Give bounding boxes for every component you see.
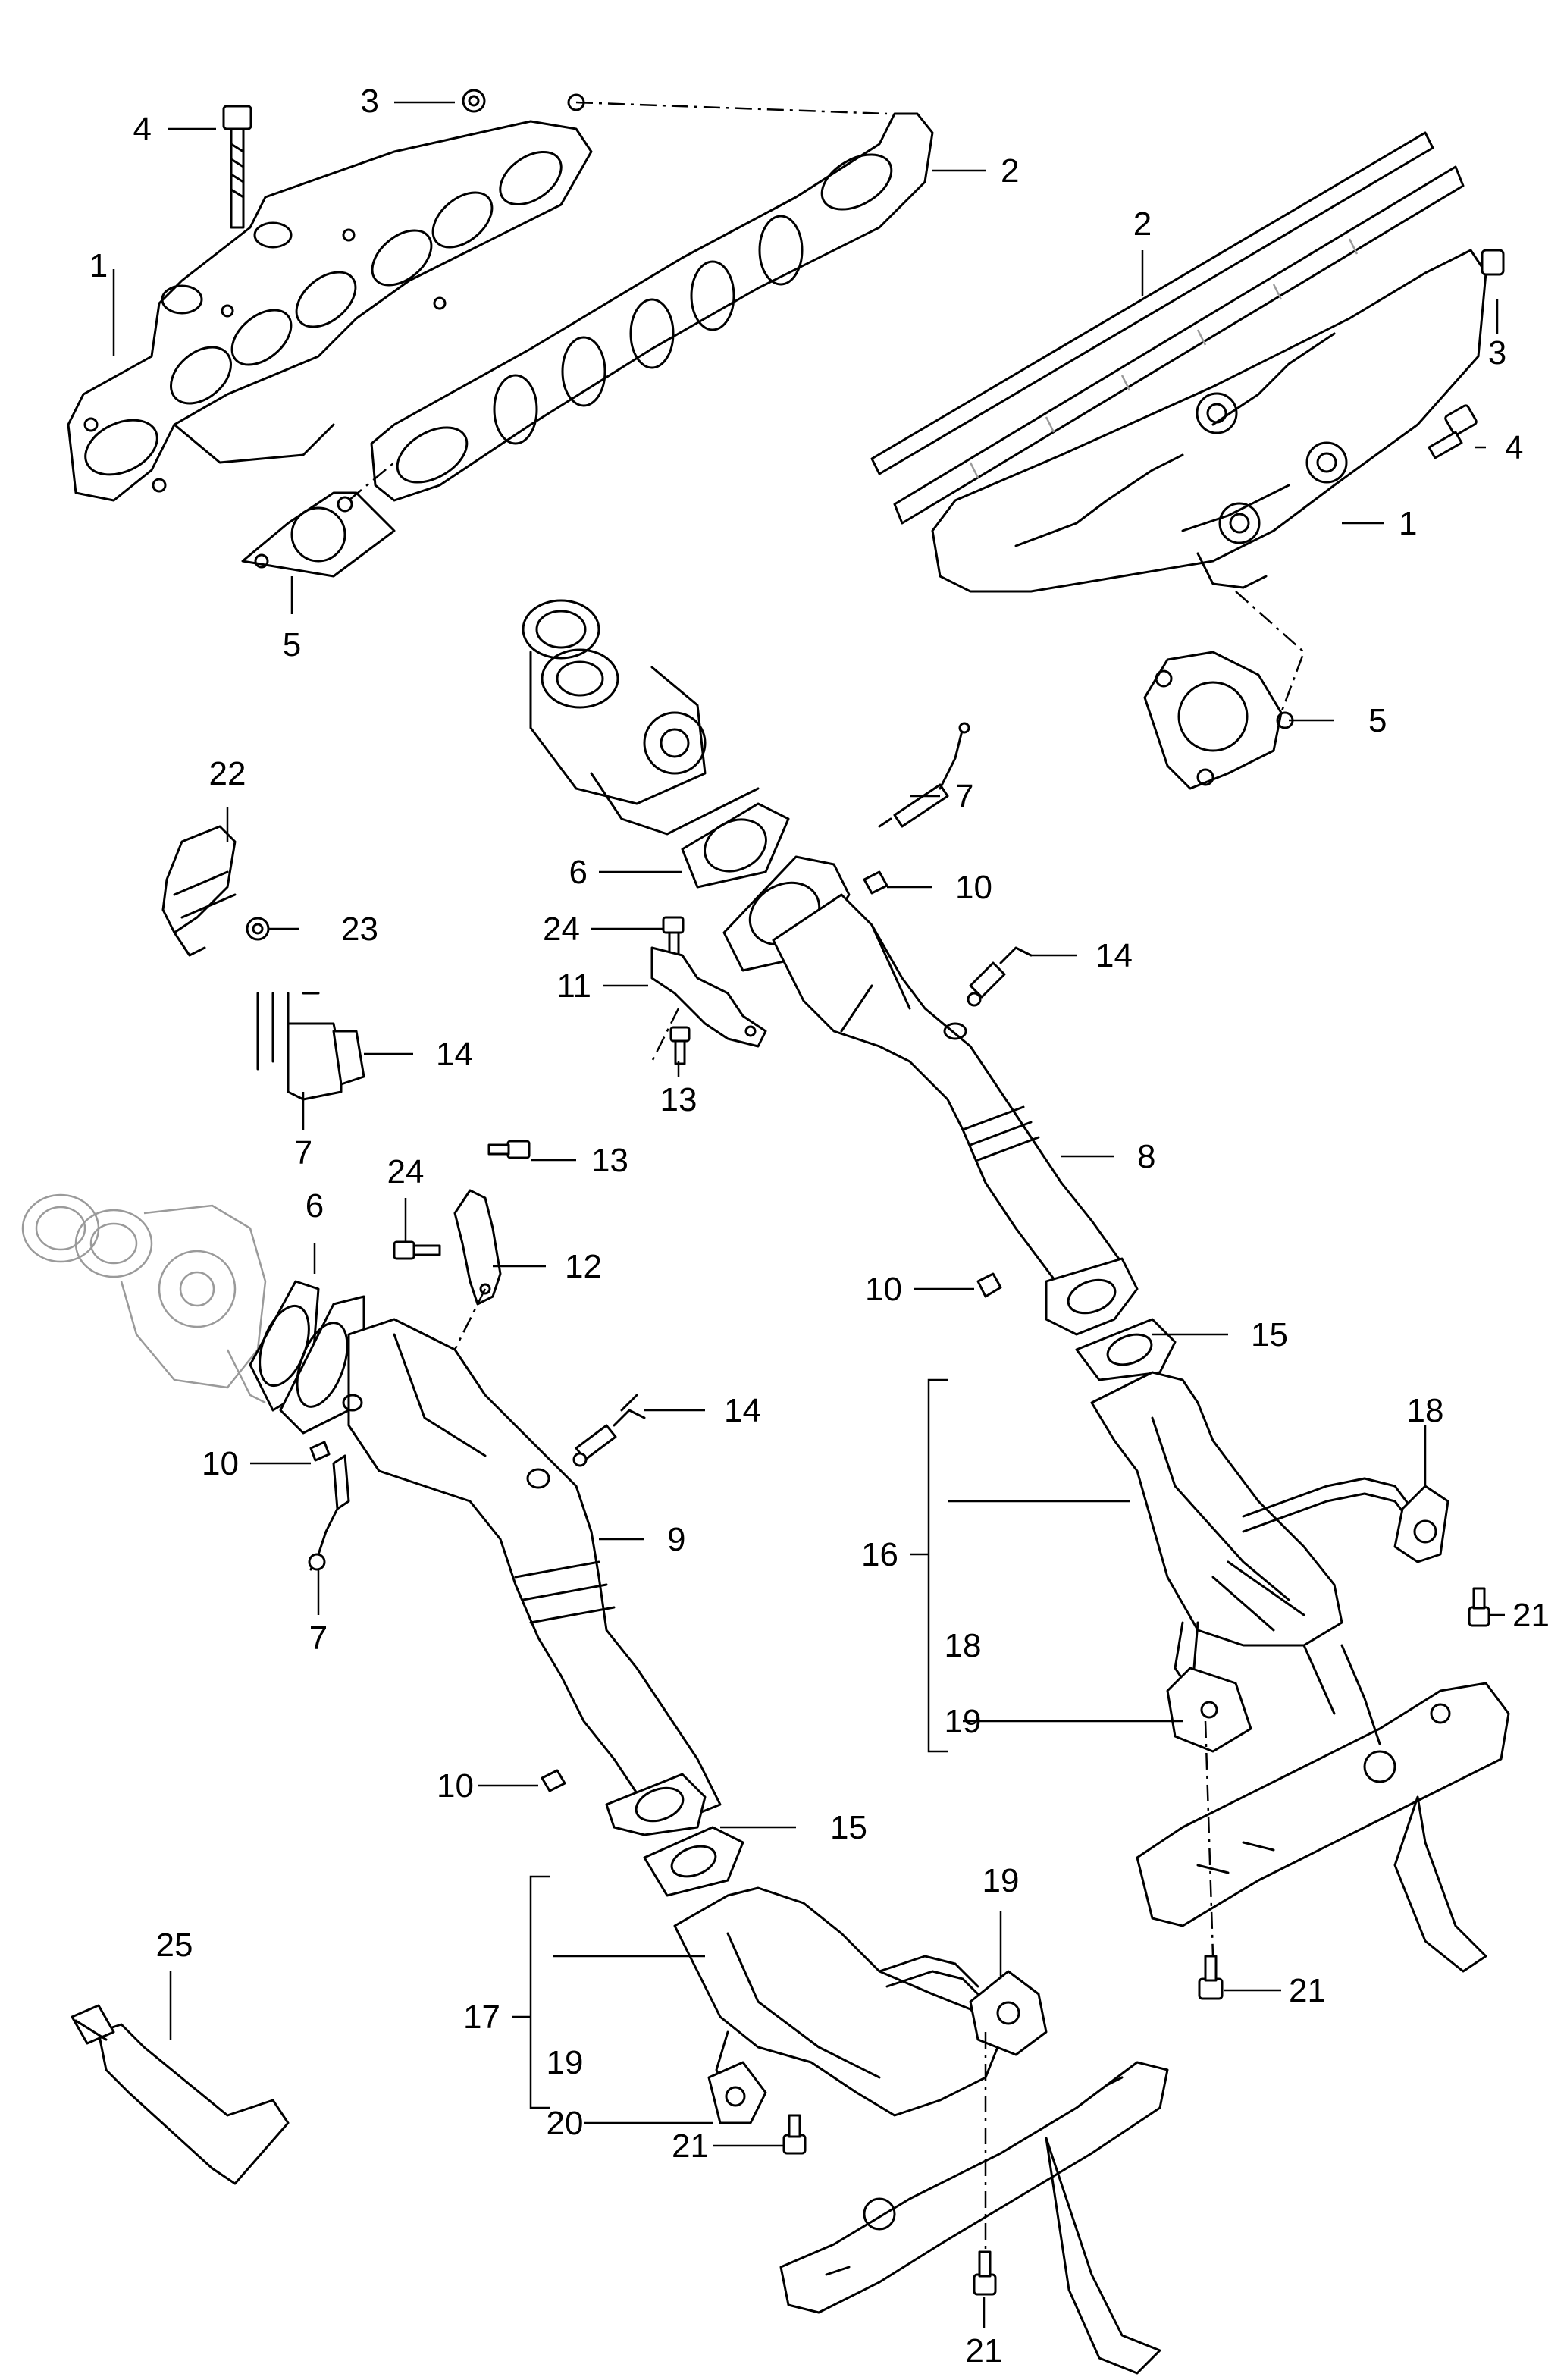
- sensor-14-lower: [572, 1394, 646, 1467]
- callout-22: 22: [209, 755, 246, 792]
- bolt-21-lower-left: [782, 2114, 807, 2155]
- bracket-20: [707, 2061, 767, 2124]
- oxygen-sensor-7-lower: [308, 1454, 350, 1571]
- callout-1: 1: [89, 247, 108, 284]
- callout-19: 19: [547, 2044, 584, 2081]
- crossmember-lower: [779, 2061, 1169, 2375]
- tailpipe-right: [1302, 1644, 1381, 1745]
- callout-18: 18: [1407, 1392, 1444, 1429]
- callout-8: 8: [1137, 1138, 1155, 1175]
- gasket-6-upper: [681, 802, 790, 889]
- nut-3-right: [1481, 249, 1505, 276]
- connector-14: [256, 992, 365, 1101]
- exhaust-manifold-left: [67, 93, 593, 502]
- callout-15: 15: [1251, 1316, 1288, 1353]
- callout-4: 4: [1505, 429, 1523, 466]
- callout-24: 24: [543, 911, 580, 948]
- nut-23: [246, 917, 270, 941]
- callout-23: 23: [341, 911, 378, 948]
- crossmember-right: [1136, 1682, 1510, 1973]
- callout-13: 13: [591, 1142, 628, 1179]
- callout-15: 15: [830, 1809, 867, 1846]
- callout-14: 14: [436, 1036, 473, 1073]
- bolt-24-lower: [393, 1240, 441, 1260]
- gasket-2-left: [370, 112, 934, 502]
- callout-3: 3: [1488, 334, 1506, 372]
- callout-20: 20: [547, 2105, 584, 2142]
- callout-7: 7: [309, 1620, 328, 1657]
- bolt-21-right-upper: [1468, 1587, 1490, 1627]
- callout-7: 7: [955, 778, 973, 815]
- gasket-15-upper: [1075, 1318, 1177, 1381]
- callout-11: 11: [556, 967, 591, 1005]
- turbocharger-lower: [21, 1193, 267, 1404]
- exhaust-manifold-right: [931, 249, 1487, 593]
- bolt-4-right: [1428, 404, 1478, 459]
- callout-10: 10: [202, 1445, 239, 1482]
- leader-lines: [112, 101, 1505, 2328]
- nut-10-mid: [976, 1272, 1002, 1298]
- callout-12: 12: [565, 1248, 602, 1285]
- gasket-15-lower: [643, 1826, 744, 1897]
- callout-labels: 1 2 3 4 5 2 3 4 1 5 22 23 14 7 6 7 10 24…: [89, 83, 1550, 2369]
- callout-2: 2: [1001, 152, 1019, 190]
- callout-1: 1: [1399, 505, 1417, 542]
- callout-18: 18: [945, 1627, 982, 1664]
- callout-21: 21: [966, 2332, 1003, 2369]
- callout-25: 25: [156, 1927, 193, 1964]
- bolt-4-left: [222, 105, 252, 229]
- front-pipe-9: [342, 1318, 722, 1836]
- clip-22: [161, 825, 237, 957]
- callout-9: 9: [667, 1521, 685, 1558]
- callout-2: 2: [1133, 205, 1152, 243]
- callout-10: 10: [437, 1767, 474, 1805]
- bracket-19-lower: [969, 1970, 1048, 2056]
- callout-6: 6: [306, 1187, 324, 1224]
- bracket-12: [453, 1189, 502, 1306]
- catalytic-flange-lower: [279, 1295, 365, 1435]
- gasket-2-right: [870, 131, 1465, 525]
- callout-13: 13: [660, 1081, 697, 1118]
- sealant-tube-25: [71, 2004, 290, 2185]
- callout-6: 6: [569, 854, 588, 891]
- callout-17: 17: [463, 1999, 500, 2036]
- gasket-5-left: [241, 491, 396, 578]
- nut-3-left: [462, 89, 486, 113]
- callout-21: 21: [1512, 1597, 1550, 1634]
- callout-5: 5: [283, 626, 301, 663]
- front-pipe-8: [772, 893, 1139, 1336]
- callout-14: 14: [1095, 937, 1133, 974]
- callout-21: 21: [672, 2128, 709, 2165]
- bolt-21-right-lower: [1198, 1955, 1224, 2000]
- nut-10-upper: [863, 870, 888, 895]
- bolt-13-upper: [669, 1026, 691, 1065]
- sensor-14-upper: [967, 946, 1033, 1007]
- callout-4: 4: [133, 111, 152, 148]
- bracket-19-right: [1166, 1667, 1252, 1753]
- callout-14: 14: [724, 1392, 761, 1429]
- nut-10-lower-b: [541, 1769, 566, 1792]
- callout-5: 5: [1368, 702, 1387, 739]
- bolt-21-lower-bottom: [973, 2250, 997, 2296]
- callout-21: 21: [1289, 1972, 1326, 2009]
- callout-7: 7: [294, 1134, 312, 1171]
- callout-16: 16: [861, 1536, 898, 1573]
- catalytic-converter-16: [1090, 1371, 1419, 1692]
- callout-3: 3: [361, 83, 379, 120]
- nut-10-lower-a: [309, 1441, 331, 1462]
- callout-10: 10: [865, 1271, 902, 1308]
- catalytic-converter-17: [673, 1886, 1002, 2117]
- callout-19: 19: [983, 1862, 1020, 1899]
- bolt-13-lower: [487, 1140, 531, 1159]
- bracket-11: [650, 946, 767, 1048]
- callout-10: 10: [955, 869, 992, 906]
- gasket-5-right: [1143, 651, 1294, 790]
- turbocharger-upper: [522, 599, 760, 836]
- callout-19: 19: [945, 1703, 982, 1740]
- callout-24: 24: [387, 1153, 425, 1190]
